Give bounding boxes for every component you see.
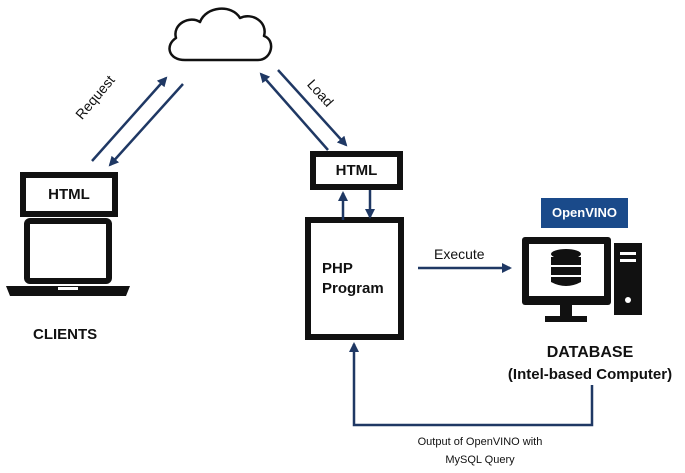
client-html-box (20, 172, 118, 217)
php-program-box (305, 217, 404, 340)
desktop-computer-icon (522, 237, 642, 322)
database-label-line2: (Intel-based Computer) (507, 366, 673, 383)
server-html-box (310, 151, 403, 190)
openvino-logo (541, 198, 628, 228)
php-label-line2: Program (322, 280, 384, 297)
output-arrow (349, 342, 594, 427)
openvino-logo-text: OpenVINO (551, 205, 617, 220)
php-label-line1: PHP (322, 260, 353, 277)
server-html-label: HTML (335, 162, 378, 179)
load-arrow (277, 69, 348, 147)
cloud-icon (168, 7, 273, 62)
execute-label: Execute (434, 246, 485, 262)
client-html-label: HTML (48, 186, 90, 203)
request-arrow (91, 76, 168, 162)
cloud-return-arrow (259, 72, 329, 151)
output-label-line1: Output of OpenVINO with (417, 436, 543, 448)
output-label-line2: MySQL Query (445, 454, 515, 466)
laptop-icon (6, 218, 130, 296)
clients-label: CLIENTS (33, 326, 98, 343)
database-label-line1: DATABASE (546, 344, 634, 361)
database-icon (551, 249, 581, 286)
response-arrow (108, 83, 184, 167)
